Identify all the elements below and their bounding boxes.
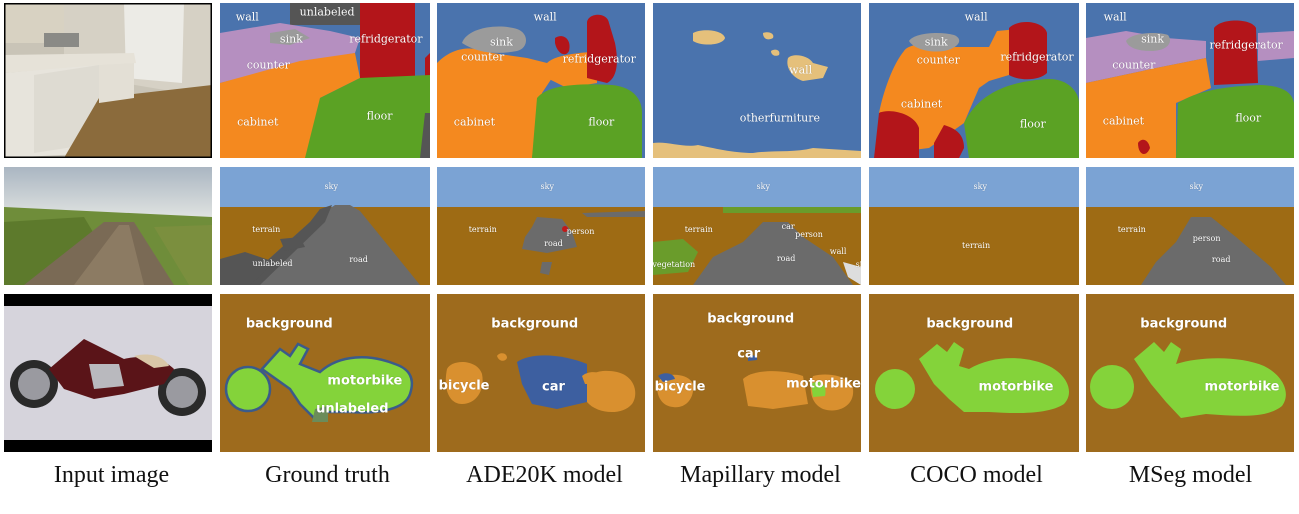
label-motorbike: motorbike — [327, 373, 403, 389]
label-car: car — [781, 222, 795, 232]
caption-ade20k-model: ADE20K model — [466, 462, 623, 488]
input-kitchen-photo — [4, 3, 212, 158]
label-counter: counter — [916, 53, 960, 67]
label-bicycle: bicycle — [438, 378, 490, 394]
label-background: background — [491, 316, 579, 332]
label-bicycle: bicycle — [654, 379, 706, 395]
label-otherfurniture: otherfurniture — [739, 111, 820, 125]
caption-coco-model: COCO model — [910, 462, 1043, 488]
label-wall: wall — [533, 10, 557, 24]
caption-mseg-model: MSeg model — [1128, 462, 1253, 488]
label-floor: floor — [366, 109, 393, 123]
label-si: si — [855, 259, 861, 269]
mseg-motorbike-mask: background motorbike — [1086, 294, 1294, 452]
mapillary-road-mask: sky terrain car person wall si vegetatio… — [653, 167, 861, 285]
label-cabinet: cabinet — [453, 115, 496, 129]
label-floor: floor — [1019, 117, 1046, 131]
label-counter: counter — [1112, 58, 1156, 72]
label-refridgerator: refridgerator — [349, 32, 423, 46]
label-wall: wall — [829, 246, 847, 256]
label-unlabeled: unlabeled — [299, 5, 355, 19]
label-motorbike: motorbike — [1204, 379, 1280, 395]
ade-kitchen-mask: wall sink counter refridgerator cabinet … — [437, 3, 645, 158]
label-cabinet: cabinet — [1102, 114, 1145, 128]
label-motorbike: motorbike — [978, 379, 1054, 395]
label-sky: sky — [756, 182, 770, 192]
label-refridgerator: refridgerator — [1209, 38, 1283, 52]
label-wall: wall — [235, 10, 259, 24]
label-floor: floor — [1235, 111, 1262, 125]
label-terrain: terrain — [962, 241, 991, 251]
coco-road-mask: sky terrain — [869, 167, 1079, 285]
label-terrain: terrain — [1117, 224, 1146, 234]
label-wall: wall — [789, 63, 813, 77]
coco-motorbike-mask: background motorbike — [869, 294, 1079, 452]
label-sky: sky — [973, 182, 988, 192]
label-refridgerator: refridgerator — [562, 52, 636, 66]
label-road: road — [1211, 255, 1231, 265]
gt-road-mask: sky terrain unlabeled road — [220, 167, 430, 285]
caption-mapillary-model: Mapillary model — [680, 462, 841, 488]
label-terrain: terrain — [252, 224, 281, 234]
label-person: person — [1192, 233, 1221, 243]
ade-road-mask: sky terrain person road — [437, 167, 645, 285]
mapillary-motorbike-mask: background car bicycle motorbike — [653, 294, 861, 452]
label-wall: wall — [1103, 10, 1127, 24]
gt-kitchen-mask: wall unlabeled sink refridgerator counte… — [220, 3, 430, 158]
label-unlabeled: unlabeled — [252, 258, 293, 268]
label-sink: sink — [279, 32, 303, 46]
mapillary-kitchen-mask: wall otherfurniture — [653, 3, 861, 158]
label-cabinet: cabinet — [237, 115, 279, 129]
label-counter: counter — [246, 58, 290, 72]
label-background: background — [707, 311, 795, 327]
gt-motorbike-mask: background motorbike unlabeled — [220, 294, 430, 452]
caption-ground-truth: Ground truth — [265, 462, 390, 488]
label-unlabeled: unlabeled — [316, 401, 389, 417]
ade-motorbike-mask: background bicycle car — [437, 294, 645, 452]
label-sky: sky — [1189, 182, 1203, 192]
label-sink: sink — [1141, 32, 1165, 46]
label-wall: wall — [964, 10, 988, 24]
label-vegetation: vegetation — [653, 259, 696, 269]
label-car: car — [737, 346, 761, 362]
label-background: background — [245, 316, 333, 332]
label-background: background — [926, 316, 1014, 332]
label-floor: floor — [588, 115, 615, 129]
label-sky: sky — [324, 182, 339, 192]
label-refridgerator: refridgerator — [1000, 50, 1074, 64]
label-car: car — [542, 379, 565, 395]
label-background: background — [1140, 316, 1228, 332]
mseg-kitchen-mask: wall sink refridgerator counter cabinet … — [1086, 3, 1294, 158]
mseg-road-mask: sky terrain person road — [1086, 167, 1294, 285]
label-cabinet: cabinet — [900, 97, 943, 111]
input-road-photo — [4, 167, 212, 285]
label-sink: sink — [924, 35, 948, 49]
label-motorbike: motorbike — [786, 376, 861, 392]
label-sky: sky — [540, 182, 554, 192]
label-sink: sink — [490, 35, 513, 49]
label-person: person — [795, 230, 823, 240]
label-counter: counter — [461, 50, 505, 64]
label-terrain: terrain — [468, 224, 497, 234]
coco-kitchen-mask: wall sink counter refridgerator cabinet … — [869, 3, 1079, 158]
label-person: person — [566, 226, 595, 236]
label-road: road — [544, 238, 563, 248]
caption-input-image: Input image — [53, 462, 170, 488]
label-terrain: terrain — [684, 224, 713, 234]
label-road: road — [349, 255, 368, 265]
label-road: road — [776, 254, 796, 264]
input-motorbike-photo — [4, 294, 212, 452]
